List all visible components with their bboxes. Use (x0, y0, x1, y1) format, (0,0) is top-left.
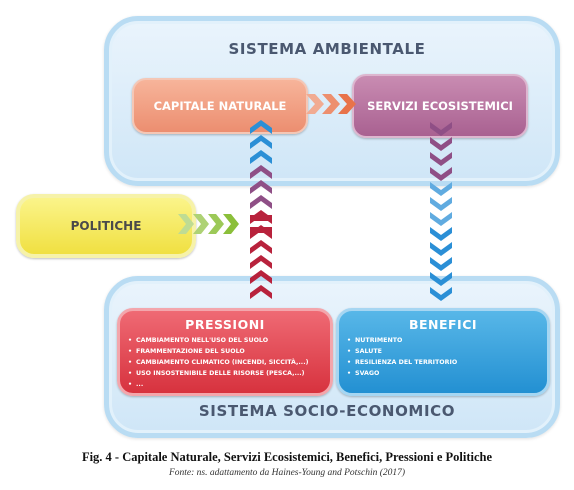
servizi-to-benefici-arrow (430, 242, 452, 256)
environmental-system-title: SISTEMA AMBIENTALE (228, 40, 426, 58)
benefici-box: BENEFICI NUTRIMENTO SALUTE RESILIENZA DE… (336, 308, 550, 396)
pressioni-item: USO INSOSTENIBILE DELLE RISORSE (PESCA,.… (128, 368, 330, 379)
figure-caption: Fig. 4 - Capitale Naturale, Servizi Ecos… (81, 450, 493, 464)
pressioni-item: CAMBIAMENTO CLIMATICO (INCENDI, SICCITÀ,… (128, 357, 330, 368)
capitale-naturale-label: CAPITALE NATURALE (153, 99, 287, 113)
pressioni-item: CAMBIAMENTO NELL'USO DEL SUOLO (128, 335, 330, 346)
pressioni-item: ... (128, 379, 330, 390)
pressioni-to-capitale-arrow (250, 195, 272, 209)
servizi-to-benefici-arrow (430, 227, 452, 241)
servizi-ecosistemici-label: SERVIZI ECOSISTEMICI (367, 99, 513, 113)
politiche-arrow (208, 214, 224, 234)
benefici-title: BENEFICI (408, 317, 478, 332)
pressioni-title: PRESSIONI (185, 317, 265, 332)
pressioni-to-capitale-arrow (250, 255, 272, 269)
pressioni-to-capitale-arrow (250, 225, 272, 239)
pressioni-to-capitale-arrow (250, 210, 272, 224)
politiche-arrow (223, 214, 239, 234)
servizi-to-benefici-arrow (430, 257, 452, 271)
benefici-list: NUTRIMENTO SALUTE RESILIENZA DEL TERRITO… (339, 335, 547, 379)
figure-source: Fonte: ns. adattamento da Haines-Young a… (168, 468, 406, 478)
politiche-label: POLITICHE (70, 219, 142, 233)
politiche-junction-bar (250, 227, 272, 233)
capitale-naturale-box: CAPITALE NATURALE (132, 78, 308, 134)
benefici-item: RESILIENZA DEL TERRITORIO (347, 357, 547, 368)
politiche-box: POLITICHE (16, 194, 196, 258)
pressioni-item: FRAMMENTAZIONE DEL SUOLO (128, 346, 330, 357)
benefici-item: NUTRIMENTO (347, 335, 547, 346)
servizi-to-benefici-arrow (430, 197, 452, 211)
servizi-to-benefici-arrow (430, 212, 452, 226)
servizi-ecosistemici-box: SERVIZI ECOSISTEMICI (352, 74, 528, 138)
politiche-junction-bar (250, 215, 272, 221)
benefici-item: SALUTE (347, 346, 547, 357)
socio-economic-system-title: SISTEMA SOCIO-ECONOMICO (198, 402, 456, 420)
pressioni-box: PRESSIONI CAMBIAMENTO NELL'USO DEL SUOLO… (117, 308, 333, 396)
pressioni-list: CAMBIAMENTO NELL'USO DEL SUOLO FRAMMENTA… (120, 335, 330, 390)
pressioni-to-capitale-arrow (250, 240, 272, 254)
benefici-item: SVAGO (347, 368, 547, 379)
